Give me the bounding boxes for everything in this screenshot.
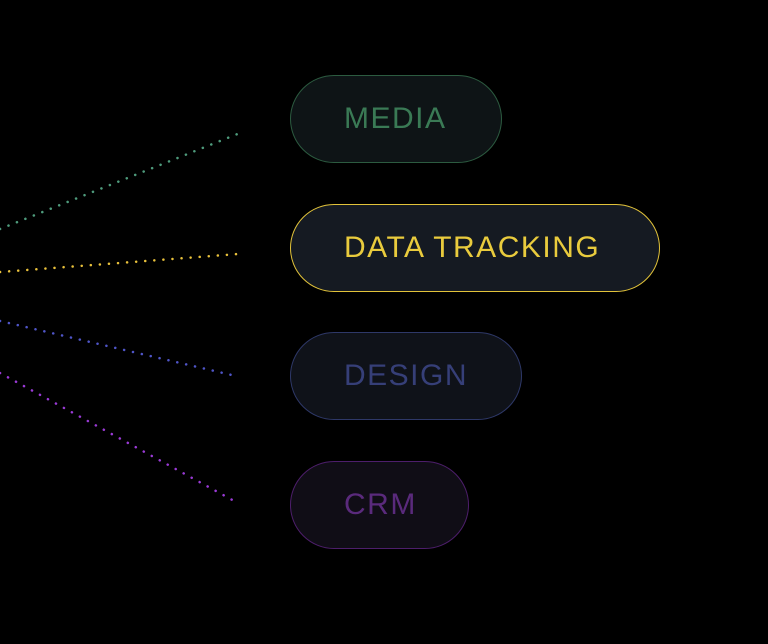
connector-line-data-tracking [0, 252, 240, 274]
category-label-data-tracking: DATA TRACKING [344, 231, 601, 264]
category-label-media: MEDIA [344, 102, 447, 135]
connector-line-media [0, 131, 242, 231]
category-pill-media[interactable]: MEDIA [290, 75, 502, 163]
category-pill-design[interactable]: DESIGN [290, 332, 522, 420]
category-label-design: DESIGN [344, 359, 469, 392]
connector-line-crm [0, 371, 238, 504]
category-pill-data-tracking[interactable]: DATA TRACKING [290, 204, 660, 292]
category-pill-crm[interactable]: CRM [290, 461, 469, 549]
category-label-crm: CRM [344, 488, 417, 521]
connector-line-design [0, 319, 238, 378]
